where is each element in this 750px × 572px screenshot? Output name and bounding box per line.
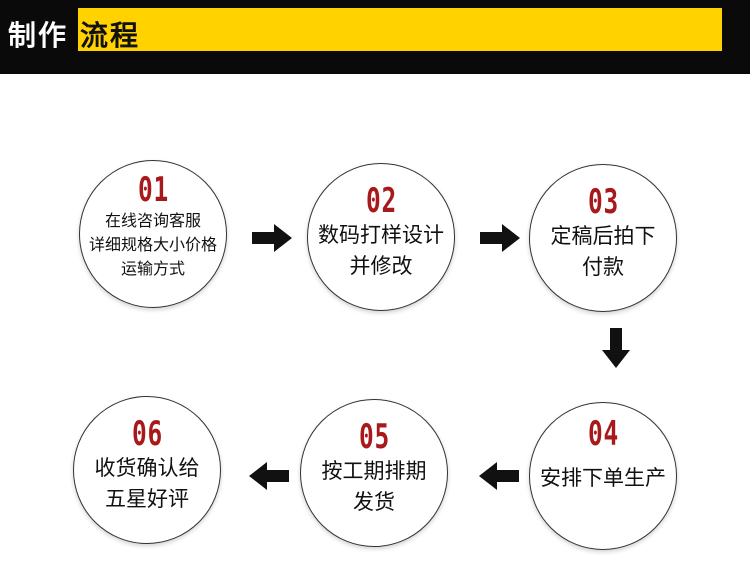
step-number: 03: [587, 182, 619, 222]
step-01-circle: 01 在线咨询客服 详细规格大小价格 运输方式: [79, 160, 227, 308]
page-title-part1: 制作: [8, 19, 69, 52]
arrow-right-icon: [252, 224, 292, 252]
step-text-line: 运输方式: [120, 259, 185, 278]
arrow-left-icon: [479, 462, 519, 490]
header-bar: 制作 流程: [0, 0, 750, 74]
step-text-line: 五星好评: [105, 487, 189, 511]
arrow-left-icon: [249, 462, 289, 490]
step-number: 02: [365, 181, 397, 221]
page-title-part2: 流程: [80, 19, 141, 52]
step-text-line: 详细规格大小价格: [88, 235, 217, 254]
step-text-line: 数码打样设计: [318, 223, 444, 247]
arrow-down-icon: [602, 328, 630, 368]
header-accent-band: [78, 8, 722, 51]
step-text-line: 按工期排期: [321, 459, 427, 483]
step-05-circle: 05 按工期排期 发货: [300, 399, 448, 547]
step-06-circle: 06 收货确认给 五星好评: [73, 396, 221, 544]
step-text-line: 收货确认给: [94, 456, 200, 480]
step-02-circle: 02 数码打样设计 并修改: [307, 163, 455, 311]
step-text-line: 在线咨询客服: [104, 211, 201, 230]
step-04-circle: 04 安排下单生产: [529, 402, 677, 550]
step-number: 05: [358, 417, 390, 457]
arrow-right-icon: [480, 224, 520, 252]
step-text-line: 安排下单生产: [540, 466, 666, 490]
step-number: 06: [131, 414, 163, 454]
step-text-line: 付款: [582, 255, 624, 279]
step-03-circle: 03 定稿后拍下 付款: [529, 164, 677, 312]
step-text-line: 并修改: [349, 254, 413, 278]
step-text-line: 发货: [353, 490, 395, 514]
step-number: 01: [137, 170, 169, 210]
step-text-line: 定稿后拍下: [550, 224, 656, 248]
step-number: 04: [587, 414, 619, 454]
